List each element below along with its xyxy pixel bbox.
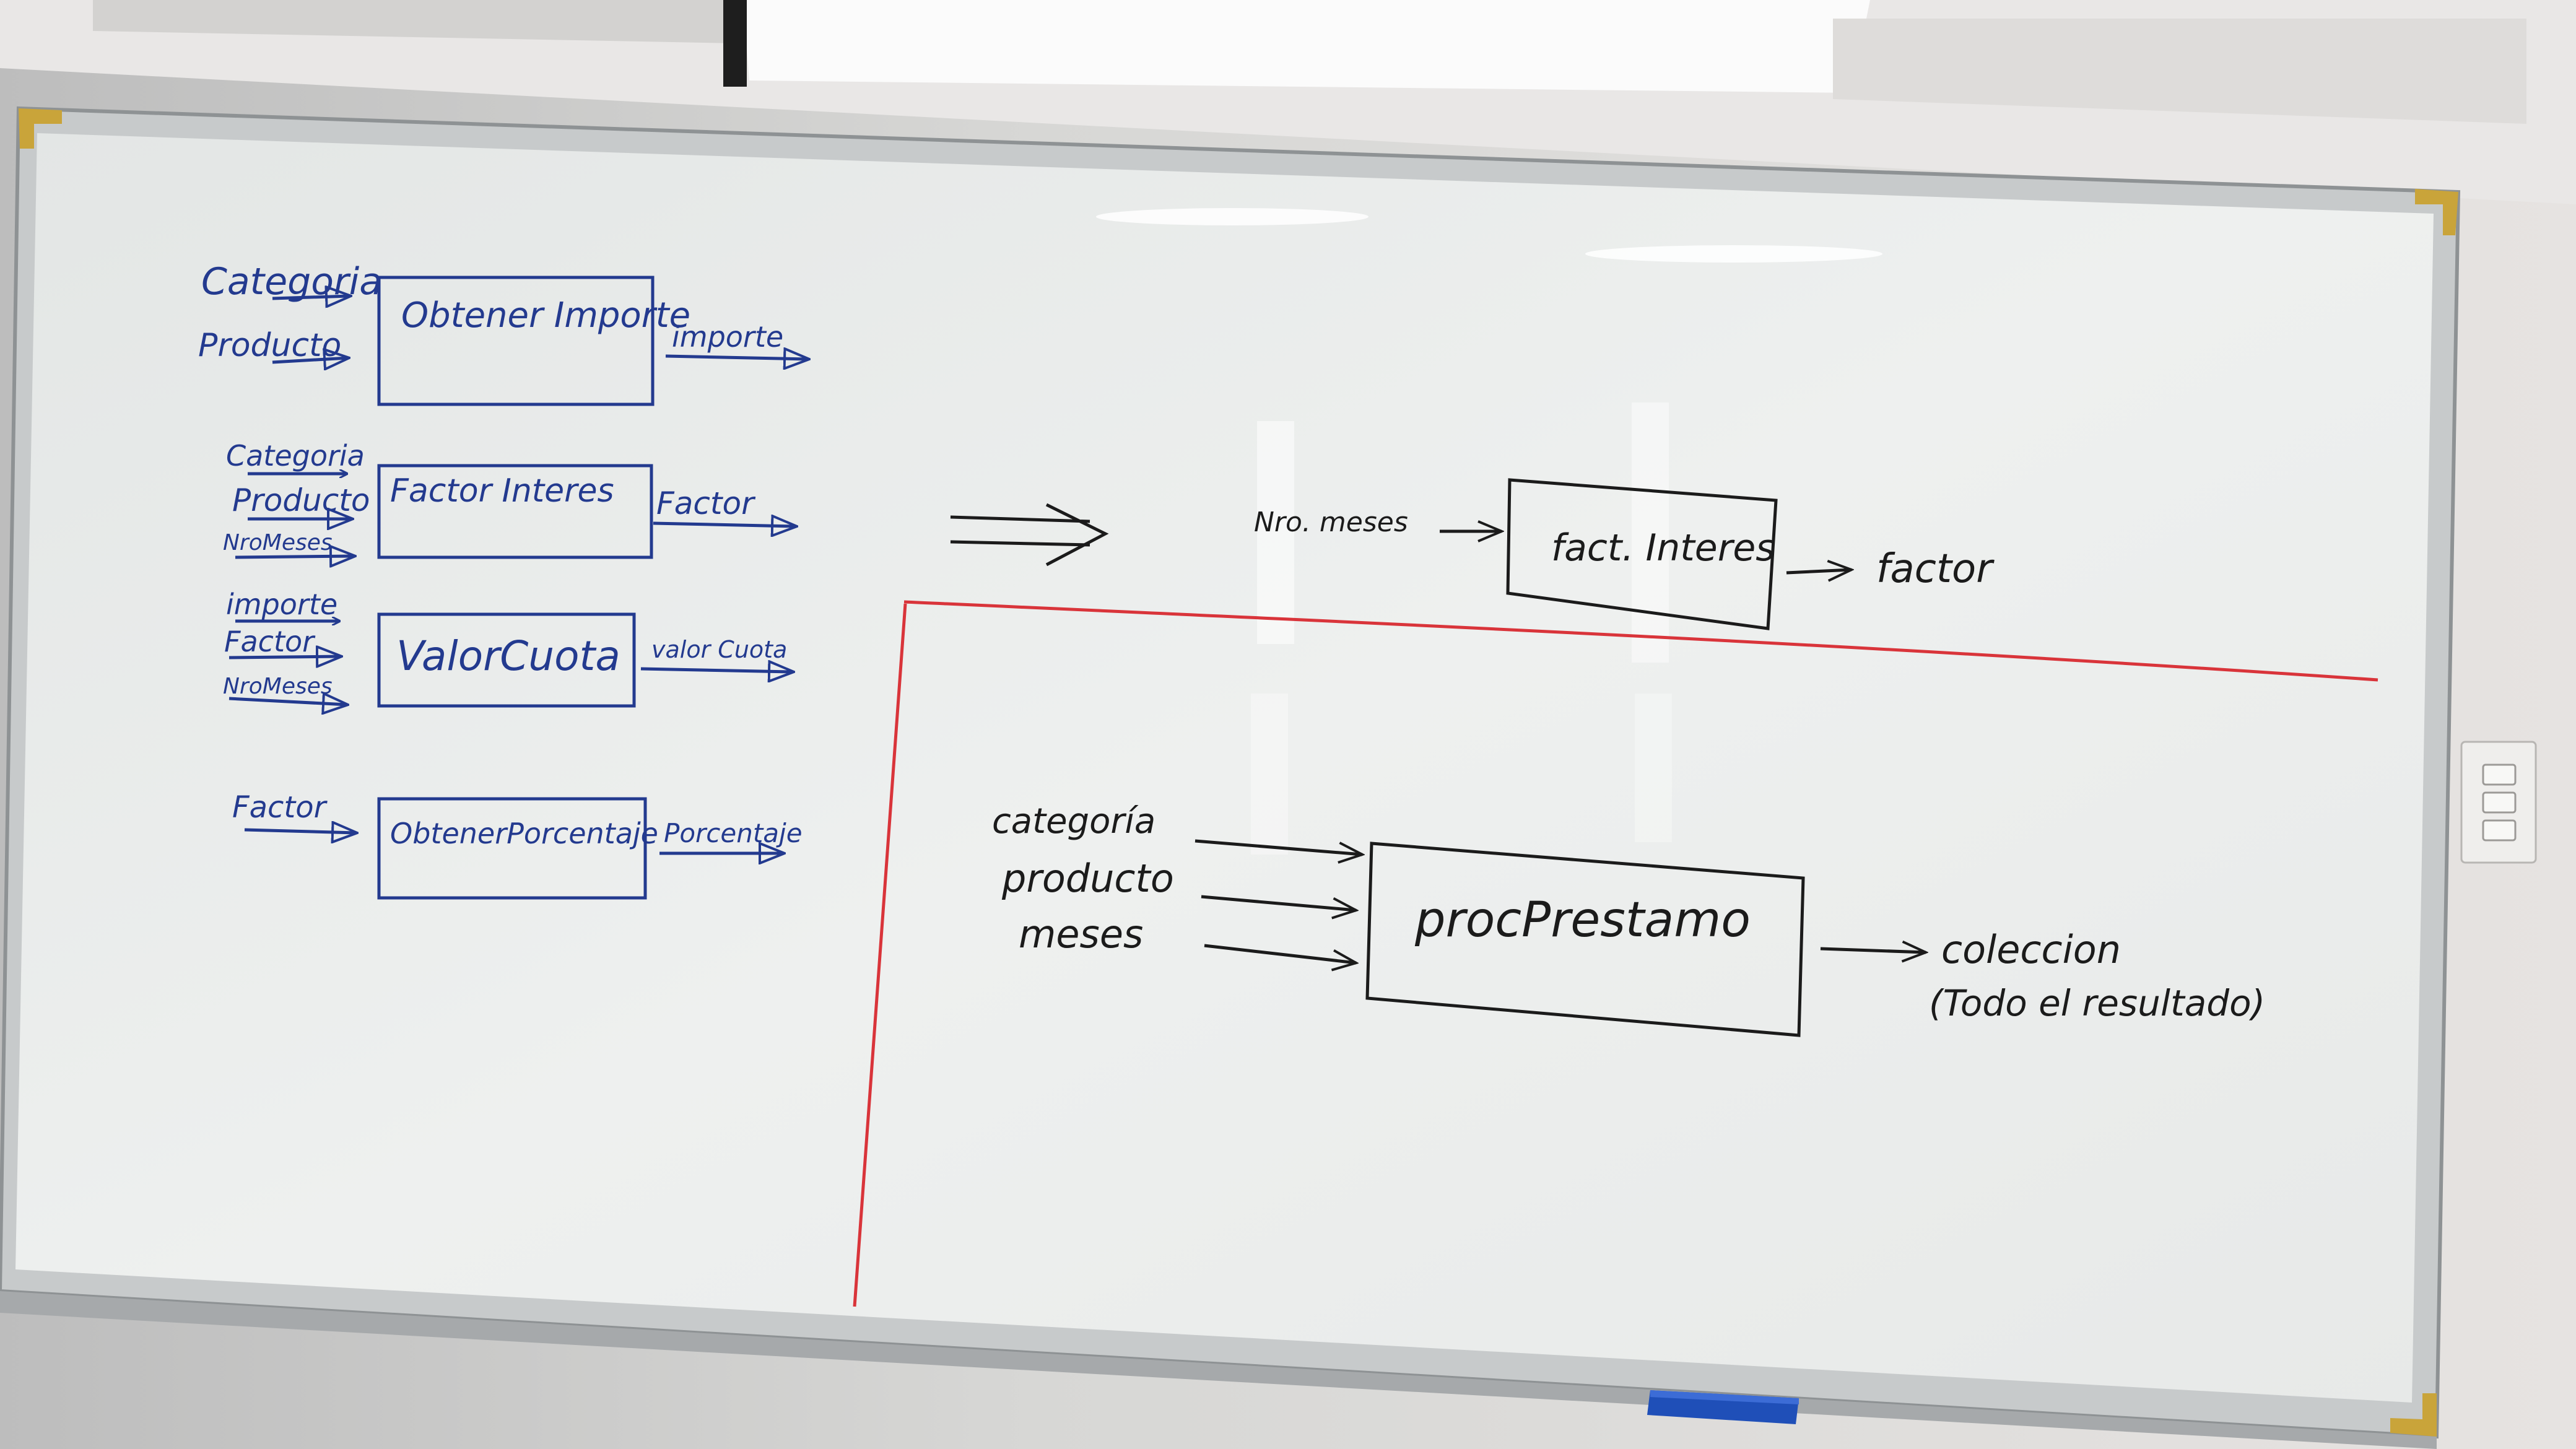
light-switch-icon: [2460, 741, 2537, 864]
diagram-fact-interes: Nro. meses fact. Interes factor: [1254, 478, 1995, 630]
input-label: Categoria: [226, 439, 365, 472]
board-surface: [15, 133, 2434, 1403]
diagram-obtener-importe: Categoria Producto Obtener Importe impor…: [198, 260, 808, 406]
input-label: NroMeses: [223, 530, 333, 555]
input-label: meses: [1019, 912, 1143, 957]
process-box: [1365, 842, 1805, 1037]
input-label: categoría: [992, 801, 1155, 842]
eraser-icon: [1647, 1390, 1799, 1424]
process-box-label: ValorCuota: [396, 632, 620, 680]
implies-arrow: [950, 503, 1109, 567]
input-label: importe: [226, 588, 337, 621]
output-label: factor: [1876, 546, 1995, 592]
process-box-label: Factor Interes: [390, 472, 614, 510]
input-label: NroMeses: [223, 674, 333, 699]
diagram-obtener-porcentaje: Factor ObtenerPorcentaje Porcentaje: [232, 790, 803, 900]
input-label: Producto: [198, 327, 341, 364]
output-label: Porcentaje: [664, 818, 803, 848]
process-box: [377, 612, 636, 708]
input-label: Producto: [232, 482, 370, 518]
process-box: [377, 797, 647, 900]
red-divider-vertical: [853, 603, 907, 1307]
diagram-valor-cuota: importe Factor NroMeses ValorCuota valor…: [223, 588, 793, 706]
input-label: producto: [1001, 856, 1174, 901]
process-box-label: fact. Interes: [1551, 526, 1775, 570]
process-box-label: ObtenerPorcentaje: [390, 817, 658, 850]
process-box-label: procPrestamo: [1414, 892, 1751, 948]
output-note: (Todo el resultado): [1929, 982, 2265, 1024]
process-box: [1506, 478, 1778, 630]
diagram-factor-interes: Categoria Producto NroMeses Factor Inter…: [223, 439, 796, 557]
output-label: Factor: [656, 485, 756, 521]
input-label: Factor: [224, 625, 316, 658]
input-label: Factor: [232, 790, 328, 825]
output-label: importe: [672, 320, 783, 354]
input-label: Nro. meses: [1254, 507, 1408, 538]
red-divider-horizontal: [903, 600, 2378, 682]
process-box-label: Obtener Importe: [401, 295, 690, 336]
diagram-proc-prestamo: categoría producto meses procPrestamo co…: [992, 801, 2265, 1037]
output-label: coleccion: [1941, 927, 2121, 972]
process-box: [377, 464, 653, 559]
ceiling-light: [743, 0, 1870, 93]
projector-screen-edge: [723, 0, 747, 87]
output-label: valor Cuota: [651, 636, 787, 663]
process-box: [377, 276, 655, 406]
